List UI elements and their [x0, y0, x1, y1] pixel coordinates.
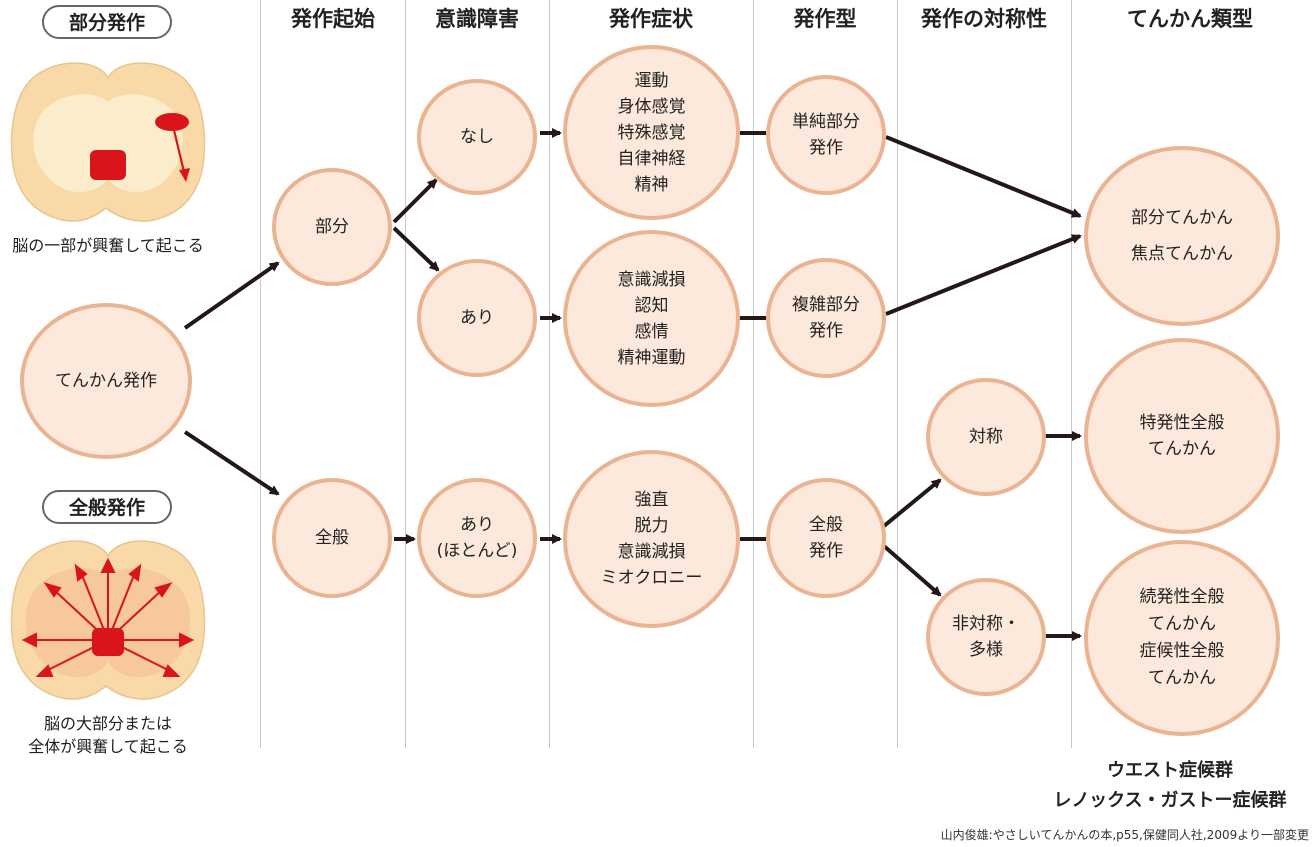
node-label: なし	[460, 127, 494, 147]
brain-partial-icon	[10, 62, 206, 222]
node-label: 運動 身体感覚 特殊感覚 自律神経 精神	[617, 70, 686, 195]
arrow-seizure-to-general	[183, 430, 280, 496]
header-symptoms: 発作症状	[609, 7, 693, 31]
source-citation: 山内俊雄:やさしいてんかんの本,p55,保健同人社,2009より一部変更	[940, 828, 1309, 842]
node-focal-epilepsy: 部分てんかん 焦点てんかん	[1084, 146, 1280, 326]
node-label: 意識減損 認知 感情 精神運動	[617, 269, 686, 368]
node-asymmetric: 非対称・ 多様	[926, 578, 1046, 696]
header-seizure-type: 発作型	[793, 7, 857, 31]
arrow-complex-to-focal	[885, 234, 1082, 316]
node-general-onset: 全般	[272, 478, 392, 598]
node-label: 強直 脱力 意識減損 ミオクロニー	[600, 490, 703, 588]
node-label: 非対称・ 多様	[952, 614, 1020, 660]
node-label: てんかん発作	[55, 371, 157, 391]
node-label: 単純部分 発作	[792, 112, 860, 158]
node-idiopathic-generalized-epilepsy: 特発性全般 てんかん	[1084, 338, 1280, 534]
syndrome-west: ウエスト症候群	[1107, 760, 1233, 781]
partial-seizure-caption: 脳の一部が興奮して起こる	[12, 236, 204, 255]
syndrome-lennox-gastaut: レノックス・ガストー症候群	[1053, 790, 1287, 811]
node-label: 全般 発作	[809, 515, 843, 561]
arrow-general-to-symmetric	[882, 478, 942, 528]
syndrome-list: ウエスト症候群 レノックス・ガストー症候群	[1030, 756, 1310, 816]
arrow-partial-to-none	[392, 178, 438, 224]
node-label: あり (ほとんど)	[436, 515, 518, 561]
arrow-general-to-asymmetric	[882, 544, 942, 597]
column-divider	[897, 0, 898, 748]
column-divider	[753, 0, 754, 748]
node-general-seizure: 全般 発作	[766, 478, 886, 598]
column-divider	[405, 0, 406, 748]
general-seizure-label: 全般発作	[42, 490, 172, 524]
node-label: 部分	[315, 217, 349, 237]
node-label: 特発性全般 てんかん	[1139, 413, 1225, 459]
arrow-partial-to-present	[392, 226, 440, 272]
node-label: 続発性全般 てんかん 症候性全般 てんかん	[1139, 587, 1225, 688]
node-label: 全般	[315, 528, 349, 548]
node-symmetric: 対称	[926, 378, 1046, 496]
header-onset: 発作起始	[291, 7, 375, 31]
node-symptoms-general: 強直 脱力 意識減損 ミオクロニー	[563, 450, 740, 628]
column-divider	[1071, 0, 1072, 748]
node-complex-partial-seizure: 複雑部分 発作	[766, 258, 886, 378]
column-divider	[260, 0, 261, 748]
node-label: あり	[460, 308, 494, 328]
node-epileptic-seizure: てんかん発作	[20, 303, 192, 459]
arrow-seizure-to-partial	[183, 261, 280, 330]
header-symmetry: 発作の対称性	[921, 7, 1047, 31]
column-divider	[549, 0, 550, 748]
node-consciousness-none: なし	[417, 79, 537, 195]
node-symptoms-complex: 意識減損 認知 感情 精神運動	[563, 230, 740, 407]
header-epilepsy-type: てんかん類型	[1127, 7, 1253, 31]
general-seizure-caption: 脳の大部分または 全体が興奮して起こる	[28, 714, 188, 756]
brain-general-icon	[10, 540, 206, 700]
node-symptoms-simple: 運動 身体感覚 特殊感覚 自律神経 精神	[563, 45, 740, 220]
node-secondary-generalized-epilepsy: 続発性全般 てんかん 症候性全般 てんかん	[1084, 540, 1280, 736]
node-partial-onset: 部分	[272, 168, 392, 286]
header-consciousness: 意識障害	[435, 7, 519, 31]
node-simple-partial-seizure: 単純部分 発作	[766, 75, 886, 195]
node-label: 複雑部分 発作	[792, 295, 860, 341]
arrow-simple-to-focal	[885, 135, 1082, 218]
partial-seizure-label: 部分発作	[42, 5, 172, 39]
node-label: 対称	[969, 427, 1003, 447]
node-consciousness-present: あり	[417, 259, 537, 377]
node-label: 部分てんかん 焦点てんかん	[1131, 208, 1233, 264]
node-consciousness-mostly: あり (ほとんど)	[417, 478, 537, 598]
